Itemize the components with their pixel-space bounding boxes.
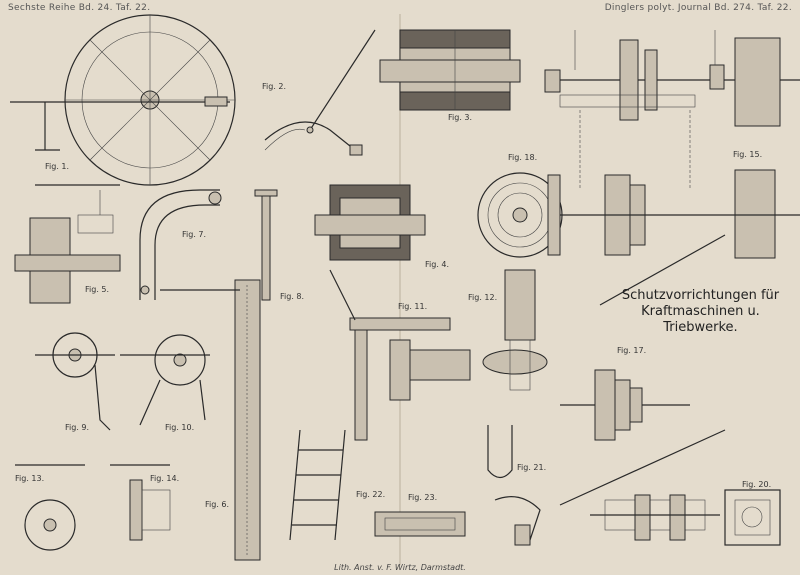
fig8-drawing (160, 189, 278, 561)
fig20-drawing (590, 489, 781, 546)
fig3-label: Fig. 3. (448, 113, 473, 122)
fig10-label: Fig. 10. (165, 423, 195, 432)
fig23-label: Fig. 23. (408, 493, 438, 502)
fig4-drawing (314, 184, 426, 261)
fig14-label: Fig. 14. (150, 474, 180, 483)
journal-header: Dinglers polyt. Journal Bd. 274. Taf. 22… (604, 3, 792, 13)
fig12-label: Fig. 12. (468, 293, 498, 302)
fig1-label: Fig. 1. (45, 162, 70, 171)
title-line-1: Schutzvorrichtungen für (621, 288, 780, 303)
fig9-10-drawing (35, 332, 210, 431)
fig5-drawing (14, 184, 121, 304)
fig8-label: Fig. 8. (280, 292, 305, 301)
fig3-drawing (379, 29, 521, 111)
fig11-label: Fig. 11. (398, 302, 428, 311)
title-line-3: Triebwerke. (663, 320, 738, 335)
fig15-label: Fig. 15. (733, 150, 763, 159)
fig12-drawing (482, 269, 548, 391)
fig21-label: Fig. 21. (517, 463, 547, 472)
fig17-label: Fig. 17. (617, 346, 647, 355)
fig21-drawing (487, 425, 541, 546)
fig13-label: Fig. 13. (15, 474, 45, 483)
fig2-label: Fig. 2. (262, 82, 287, 91)
fig4-label: Fig. 4. (425, 260, 450, 269)
fig9-label: Fig. 9. (65, 423, 90, 432)
fig20-label: Fig. 20. (742, 480, 772, 489)
fig18-drawing (477, 172, 563, 258)
lithography-imprint: Lith. Anst. v. F. Wirtz, Darmstadt. (334, 563, 466, 572)
fig17-drawing (559, 169, 800, 506)
plate-title: Schutzvorrichtungen für Kraftmaschinen u… (618, 288, 783, 336)
fig7-label: Fig. 7. (182, 230, 207, 239)
fig1-drawing (10, 14, 236, 186)
fig18-label: Fig. 18. (508, 153, 538, 162)
fig22-drawing (289, 429, 346, 541)
fig11-drawing (329, 269, 471, 441)
fig5-label: Fig. 5. (85, 285, 110, 294)
fig13-14-drawing (15, 464, 171, 551)
fig6-label: Fig. 6. (205, 500, 230, 509)
fig22-label: Fig. 22. (356, 490, 386, 499)
fig23-drawing (374, 511, 466, 537)
fig7-drawing (139, 189, 222, 300)
title-line-2: Kraftmaschinen u. (641, 304, 760, 319)
series-header: Sechste Reihe Bd. 24. Taf. 22. (8, 3, 151, 13)
fig15-drawing (544, 30, 800, 190)
fig2-drawing (264, 29, 376, 156)
